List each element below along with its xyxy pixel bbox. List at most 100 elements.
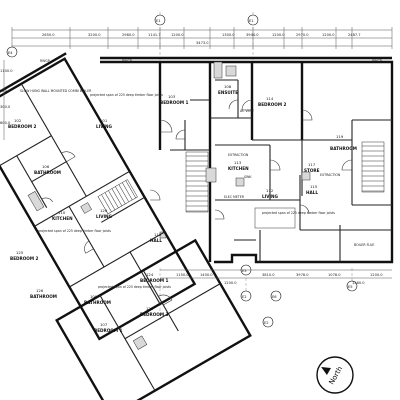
note-13: SLOW HUNG WALL MOUNTED COMBI BOILER [20,89,92,93]
drawing-line [111,188,123,206]
dim-top-6: 1300.0 [222,33,235,37]
room-name-15: KITCHEN [52,216,73,221]
dim-left-1: 950.0 [0,89,11,93]
dim-bottom-3: 3810.0 [262,273,275,277]
dim-left-2: 300.0 [0,105,11,109]
room-name-10: BATHROOM [34,170,61,175]
room-name-11: BEDROOM 1 [140,278,168,283]
grid-markers: E1 E1 E2 E6 E5 E4 E2 E3 [6,12,358,328]
room-number-6: 113 [234,160,242,165]
dim-top-7: 3944.0 [246,33,259,37]
door-swings [149,99,353,220]
room-labels: 102 BEDROOM 2 103 BEDROOM 1 108 ENSUITE … [8,84,357,333]
note-0: RWGP [40,59,50,63]
room-name-16: HALL [150,238,162,243]
dim-top-5: 3473.0 [196,41,209,45]
drawing-line [118,184,130,202]
room-name-12: BEDROOM 2 [10,256,38,261]
room-number-1: 103 [168,94,176,99]
dim-bottom-5: 1078.0 [328,273,341,277]
note-8: EXTRACTION [320,173,341,177]
drawing-line [115,186,126,204]
room-number-7: 112 [266,188,274,193]
dim-top-9: 2970.0 [296,33,309,37]
right-wing-walls [100,56,394,264]
room-name-1: BEDROOM 1 [160,100,188,105]
grid-label-4: E5 [348,285,353,289]
grid-label-3: E6 [272,295,277,299]
grid-label-6: E2 [264,321,269,325]
note-4: projected span of 225 deep timber floor … [262,211,335,215]
grid-label-5: E4 [8,51,13,55]
room-number-10: 106 [42,164,50,169]
dim-top-10: 1200.0 [322,33,335,37]
bottom-dimensions: 1150.0 1400.0 1200.0 3810.0 3978.0 1078.… [160,269,392,285]
dim-bottom-6: 1260.0 [352,281,365,285]
room-number-12: 125 [16,250,24,255]
dim-top-8: 1200.0 [272,33,285,37]
note-6: projected span of 225 deep timber floor … [38,229,111,233]
dim-top-1: 3200.0 [88,33,101,37]
room-name-3: BEDROOM 2 [258,102,286,107]
dim-top-0: 2650.0 [42,33,55,37]
dim-bottom-2: 1200.0 [224,281,237,285]
dim-bottom-1: 1400.0 [200,273,213,277]
room-name-17: BEDROOM 3 [140,312,168,317]
dim-left-0: 1100.0 [0,69,13,73]
room-number-11: 124 [146,272,154,277]
room-name-4: BATHROOM [330,146,357,151]
room-name-14: BATHROOM [30,294,57,299]
drawing-line [108,190,119,208]
room-number-18: 107 [100,322,108,327]
grid-label-0: E1 [156,19,161,23]
lower-wing-walls [55,238,252,400]
note-2: RWGP [372,59,382,63]
room-name-0: BEDROOM 2 [8,124,36,129]
grid-label-1: E1 [249,19,254,23]
left-wing-walls [0,52,197,341]
room-name-13: LIVING [96,214,113,219]
note-3: projected span of 225 deep timber floor … [90,93,163,97]
room-number-3: 114 [266,96,274,101]
room-name-19: BATHROOM [84,300,111,305]
note-5: projected span of 225 deep timber floor … [98,285,171,289]
note-12: ELEC METER [224,195,245,199]
left-dimensions: 1100.0 950.0 300.0 600.0 [0,60,13,140]
note-11: AC VENT [240,109,254,113]
dim-top-11: 2487.7 [348,33,361,37]
annotation-notes: RWGP RWGP RWGP projected span of 225 dee… [20,59,382,289]
room-number-14: 126 [36,288,44,293]
room-number-5: 101 [100,118,108,123]
room-name-6: KITCHEN [228,166,249,171]
room-number-0: 102 [14,118,22,123]
drawing-line [125,180,136,198]
room-number-9: 115 [310,184,318,189]
grid-label-2: E2 [242,295,247,299]
dim-bottom-0: 1150.0 [176,273,189,277]
note-10: BOILER FLUE [354,243,374,247]
room-name-5: LIVING [96,124,113,129]
dim-top-2: 2960.0 [122,33,135,37]
north-arrow-icon: North [316,356,354,394]
room-name-18: BEDROOM 1 [94,328,122,333]
note-7: EXTRACTION [228,153,249,157]
room-number-15: 110 [58,210,66,215]
room-name-2: ENSUITE [218,90,238,95]
service-ducts [159,61,311,239]
drawing-line [122,182,133,200]
dim-top-3: 1141.7 [148,33,161,37]
dim-bottom-4: 3978.0 [296,273,309,277]
stair-cores [185,141,385,229]
dim-left-3: 600.0 [0,121,11,125]
drawing-line [104,192,116,210]
dim-bottom-7: 1200.0 [370,273,383,277]
room-number-8: 117 [308,162,316,167]
room-number-19: 109 [90,294,98,299]
room-number-17: 122 [146,306,154,311]
grid-label-7: E3 [242,269,247,273]
note-1: RWGP [122,59,132,63]
note-9: SINK [244,175,252,179]
drawing-line [101,194,112,212]
